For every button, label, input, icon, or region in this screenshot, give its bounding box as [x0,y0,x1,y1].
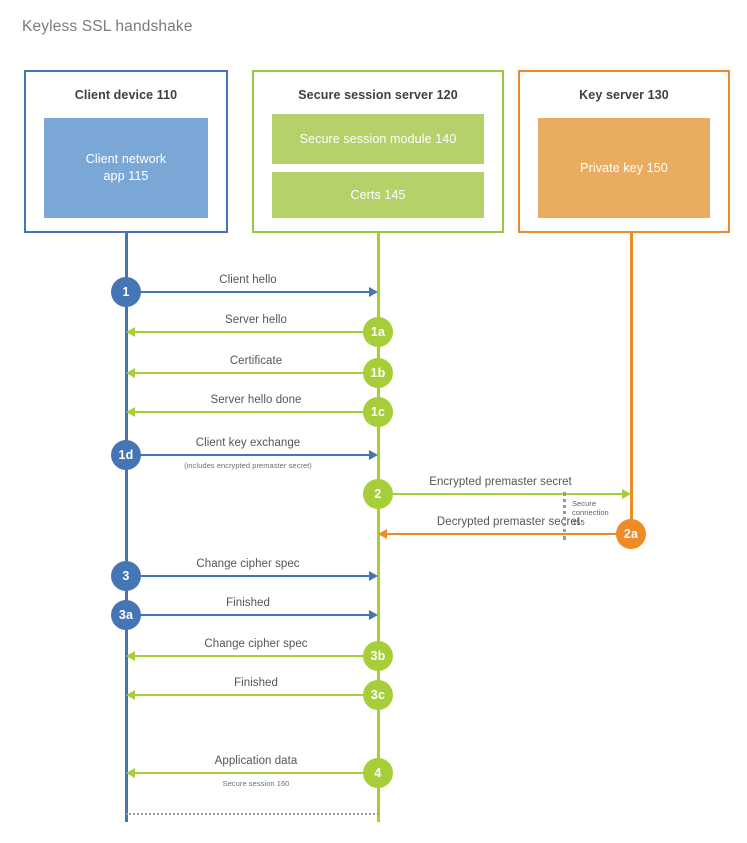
step-badge-2: 2 [363,479,393,509]
message-label-client-hello: Client hello [219,274,277,286]
arrowhead-right-icon [369,571,378,581]
actor-key-server-title: Key server 130 [579,88,669,102]
arrowhead-left-icon [126,368,135,378]
message-arrow-client-hello: Client hello [126,274,378,297]
arrowhead-right-icon [622,489,631,499]
message-label-change-cipher-spec-server: Change cipher spec [204,638,308,650]
actor-secure-session-server-title: Secure session server 120 [298,88,458,102]
message-arrow-change-cipher-spec-server: Change cipher spec [126,638,378,661]
arrowhead-left-icon [126,768,135,778]
message-label-encrypted-premaster-secret: Encrypted premaster secret [429,476,572,488]
step-badge-1a: 1a [363,317,393,347]
message-label-application-data: Application data [214,755,298,767]
step-badge-3a: 3a [111,600,141,630]
actor-key-server: Key server 130 Private key 150 [518,70,730,233]
message-label-finished-server: Finished [234,677,278,689]
lifeline-key-server [630,233,633,533]
step-badge-1b: 1b [363,358,393,388]
arrowhead-left-icon [126,407,135,417]
message-arrow-certificate: Certificate [126,355,378,378]
arrowhead-right-icon [369,287,378,297]
message-arrow-decrypted-premaster-secret: Decrypted premaster secret [378,516,631,539]
arrowhead-left-icon [126,651,135,661]
step-badge-3: 3 [111,561,141,591]
step-badge-1d: 1d [111,440,141,470]
page-title: Keyless SSL handshake [22,18,193,35]
message-arrow-server-hello-done: Server hello done [126,394,378,417]
actor-secure-session-server: Secure session server 120 Secure session… [252,70,504,233]
arrowhead-right-icon [369,610,378,620]
arrowhead-left-icon [378,529,387,539]
step-badge-1: 1 [111,277,141,307]
actor-client-device-title: Client device 110 [74,88,178,102]
actor-secure-session-server-block-module: Secure session module 140 [272,114,484,164]
message-arrow-change-cipher-spec-client: Change cipher spec [126,558,378,581]
actor-secure-session-server-block-certs: Certs 145 [272,172,484,218]
actor-client-device-block-client-network-app: Client network app 115 [44,118,208,218]
message-arrow-finished-server: Finished [126,677,378,700]
message-sublabel-application-data: Secure session 160 [222,779,290,788]
message-label-certificate: Certificate [229,355,283,367]
message-sublabel-client-key-exchange: (includes encrypted premaster secret) [184,461,312,470]
session-boundary-divider [126,813,379,815]
secure-connection-note: Secure connection 155 [572,499,609,527]
lifeline-secure-session-server [377,233,380,822]
step-badge-1c: 1c [363,397,393,427]
step-badge-3c: 3c [363,680,393,710]
message-arrow-encrypted-premaster-secret: Encrypted premaster secret [378,476,631,499]
step-badge-3b: 3b [363,641,393,671]
message-label-change-cipher-spec-client: Change cipher spec [196,558,300,570]
message-arrow-server-hello: Server hello [126,314,378,337]
message-label-server-hello: Server hello [225,314,287,326]
lifeline-client-device [125,233,128,822]
actor-client-device: Client device 110 Client network app 115 [24,70,228,233]
message-arrow-client-key-exchange: Client key exchange (includes encrypted … [126,437,378,470]
message-label-decrypted-premaster-secret: Decrypted premaster secret [436,516,581,528]
arrowhead-left-icon [126,327,135,337]
step-badge-2a: 2a [616,519,646,549]
message-label-client-key-exchange: Client key exchange [195,437,301,449]
actor-key-server-block-private-key: Private key 150 [538,118,710,218]
message-arrow-finished-client: Finished [126,597,378,620]
secure-connection-divider [563,492,566,540]
message-label-server-hello-done: Server hello done [210,394,302,406]
step-badge-4: 4 [363,758,393,788]
message-arrow-application-data: Application data Secure session 160 [126,755,378,788]
message-label-finished-client: Finished [226,597,270,609]
arrowhead-right-icon [369,450,378,460]
arrowhead-left-icon [126,690,135,700]
